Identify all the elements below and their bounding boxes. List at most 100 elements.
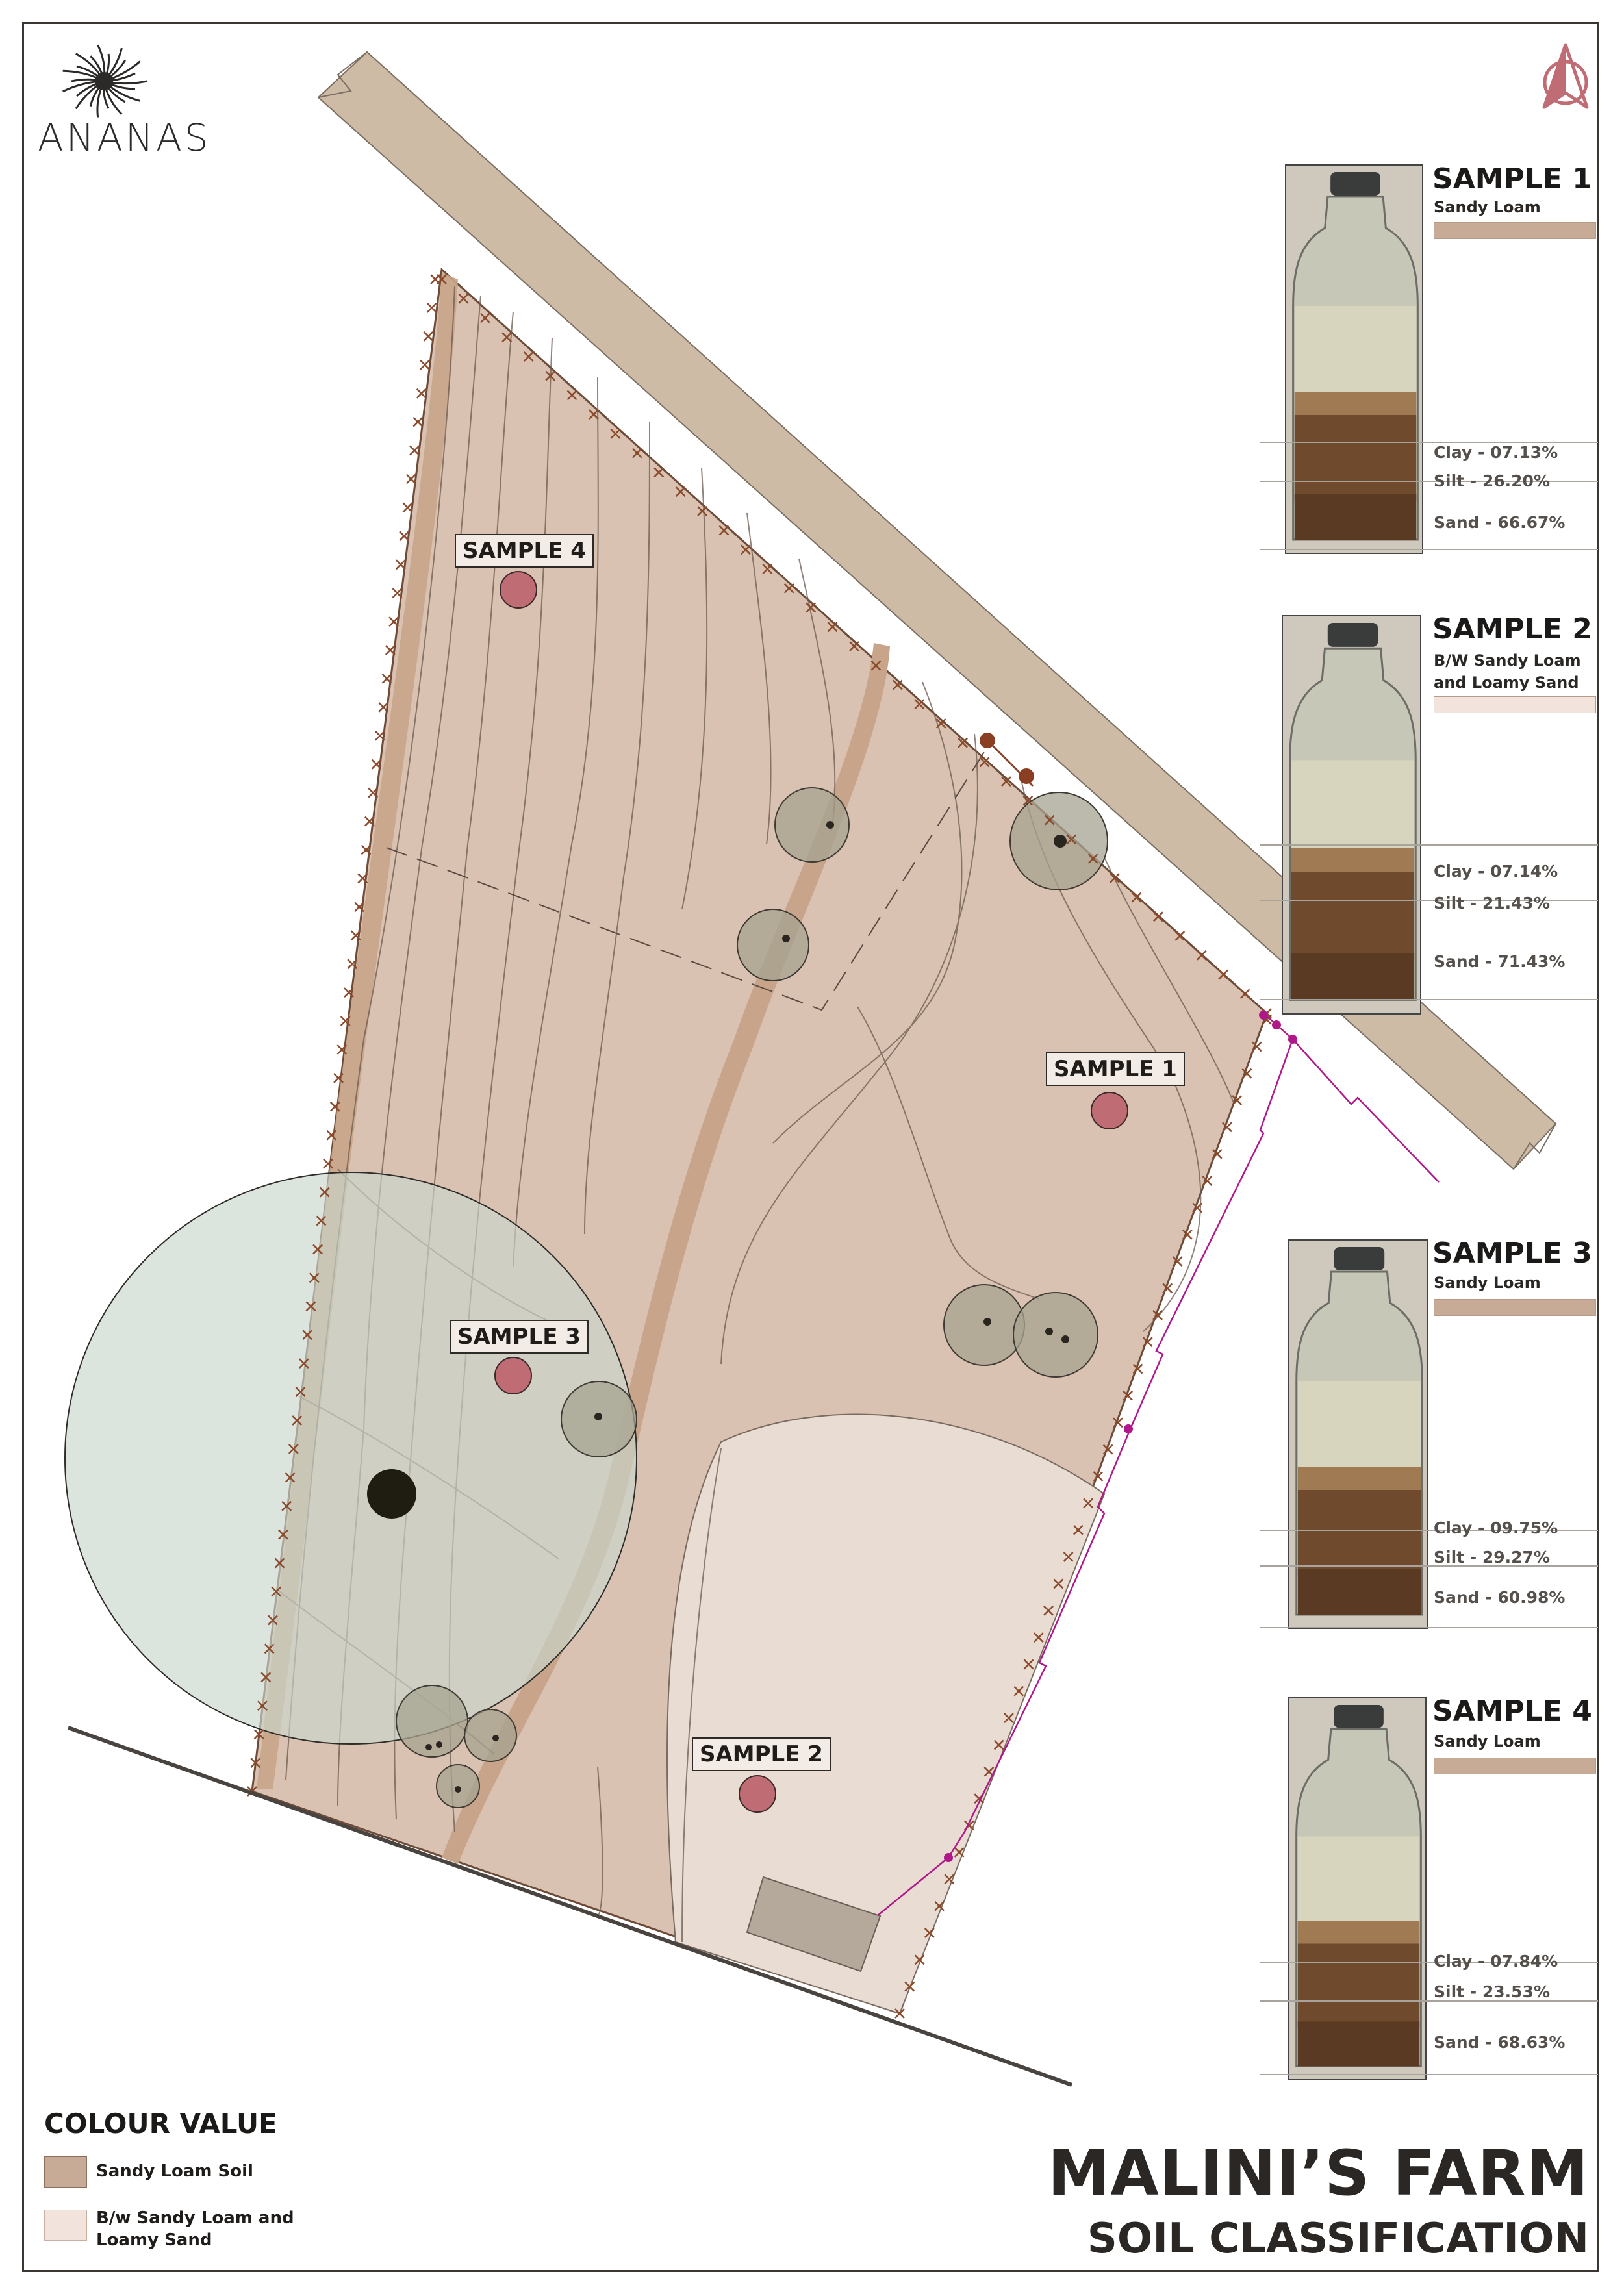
fence-post-mark — [1182, 1229, 1193, 1240]
fence-post-mark — [523, 351, 534, 362]
silt-percentage: Silt - 26.20% — [1434, 472, 1551, 490]
fence-post-mark — [326, 1129, 337, 1141]
fence-post-mark — [1192, 1202, 1202, 1213]
boundary-line — [876, 1013, 1440, 1917]
fence-post-mark — [1053, 1578, 1064, 1589]
sand-percentage: Sand - 66.67% — [1434, 513, 1566, 532]
fence-post-mark — [340, 1016, 351, 1026]
fence-post-mark — [264, 1643, 275, 1654]
fence-post-mark — [253, 1729, 264, 1740]
fence-post-mark — [1093, 1471, 1104, 1482]
clay-percentage: Clay - 07.13% — [1434, 443, 1558, 462]
fence-post-mark — [1043, 1605, 1054, 1616]
fence-post-mark — [357, 873, 368, 884]
fence-post-mark — [894, 2008, 905, 2019]
sand-percentage: Sand - 71.43% — [1434, 952, 1566, 971]
fence-post-mark — [566, 390, 577, 401]
fence-post-mark — [329, 1101, 340, 1112]
fence-post-mark — [1072, 1524, 1084, 1535]
layer-divider — [1260, 549, 1598, 550]
gate-markers — [980, 733, 1034, 787]
fence-post-mark — [1162, 1283, 1173, 1294]
page-border — [22, 22, 1599, 2272]
fence-post-mark — [423, 331, 434, 342]
map-label-sample-1: SAMPLE 1 — [1046, 1052, 1185, 1086]
clay-percentage: Clay - 07.14% — [1434, 862, 1558, 881]
fence-post-mark — [954, 1847, 965, 1858]
fence-post-mark — [385, 645, 396, 655]
fence-post-mark — [783, 583, 794, 594]
loamy-sand-zone — [666, 1413, 1106, 2015]
fence-post-mark — [1172, 1256, 1183, 1267]
fence-post-mark — [412, 416, 424, 427]
fence-post-mark — [1033, 1632, 1044, 1643]
fence-post-mark — [1087, 853, 1098, 864]
fence-post-mark — [344, 987, 354, 998]
silt-percentage: Silt - 21.43% — [1434, 894, 1551, 913]
soil-jar-photo — [1288, 1239, 1428, 1629]
sample-4-marker — [500, 571, 537, 609]
fence-post-mark — [1022, 796, 1034, 806]
layer-divider — [1260, 999, 1598, 1000]
fence-post-mark — [1063, 1552, 1074, 1562]
fence-post-mark — [545, 370, 555, 381]
sand-percentage: Sand - 68.63% — [1434, 2033, 1566, 2052]
fence-post-mark — [1174, 931, 1186, 941]
layer-divider — [1260, 2074, 1598, 2075]
fence-post-mark — [260, 1672, 272, 1683]
map-label-sample-2: SAMPLE 2 — [692, 1737, 831, 1771]
sample-soil-type: Sandy Loam — [1434, 1274, 1541, 1292]
fence-post-mark — [501, 332, 513, 343]
fence-post-mark — [741, 544, 751, 555]
fence-post-mark — [1239, 989, 1250, 1000]
layer-divider — [1260, 900, 1598, 901]
fence-post-mark — [924, 1928, 935, 1938]
legend-label-sandy-loam: Sandy Loam Soil — [96, 2162, 253, 2181]
fence-post-mark — [309, 1272, 320, 1283]
fence-post-mark — [364, 816, 375, 827]
sample-1-marker — [1091, 1092, 1128, 1129]
fence-post-mark — [1023, 1659, 1034, 1670]
fence-post-mark — [354, 902, 364, 913]
fence-post-mark — [1212, 1148, 1223, 1159]
fence-post-mark — [319, 1187, 330, 1198]
fence-post-mark — [1241, 1068, 1252, 1079]
page-subtitle: SOIL CLASSIFICATION — [1087, 2215, 1589, 2263]
fence-post-mark — [420, 359, 430, 370]
fence-post-mark — [1232, 1095, 1243, 1105]
sample-soil-swatch — [1434, 1299, 1596, 1316]
clay-percentage: Clay - 07.84% — [1434, 1952, 1558, 1971]
fence-post-mark — [399, 531, 409, 542]
fence-post-mark — [336, 1044, 348, 1055]
sample-soil-type: Sandy Loam — [1434, 1732, 1541, 1750]
sample-soil-type: B/W Sandy Loam and Loamy Sand — [1434, 651, 1581, 692]
fence-post-mark — [281, 1500, 292, 1511]
fence-post-mark — [374, 730, 385, 741]
fence-post-mark — [323, 1158, 333, 1169]
fence-post-mark — [934, 1900, 945, 1911]
fence-post-mark — [1222, 1122, 1232, 1133]
layer-divider — [1260, 1565, 1598, 1567]
fence-post-mark — [278, 1529, 288, 1540]
dashed-lines — [386, 746, 988, 1011]
fence-post-mark — [1153, 911, 1163, 922]
fence-post-mark — [1013, 1685, 1024, 1697]
sample-2-marker — [739, 1775, 776, 1813]
silt-percentage: Silt - 29.27% — [1434, 1548, 1551, 1567]
fence-post-mark — [347, 959, 358, 970]
south-road-line — [67, 1726, 1073, 2087]
fence-post-mark — [631, 448, 642, 459]
fence-post-mark — [361, 844, 372, 855]
fence-post-mark — [268, 1615, 278, 1626]
fence-post-mark — [378, 701, 389, 713]
sample-soil-swatch — [1434, 696, 1596, 713]
fence-post-mark — [1262, 1015, 1272, 1025]
north-arrow-icon — [1542, 43, 1589, 109]
shed — [746, 1876, 882, 1973]
road-break-bottom — [1513, 1123, 1556, 1170]
fence-post-mark — [1142, 1337, 1153, 1348]
legend-swatch-bw-sandy-loam — [44, 2210, 87, 2241]
fence-post-mark — [295, 1387, 306, 1397]
fence-post-mark — [350, 930, 361, 941]
sample-3-marker — [494, 1357, 532, 1394]
